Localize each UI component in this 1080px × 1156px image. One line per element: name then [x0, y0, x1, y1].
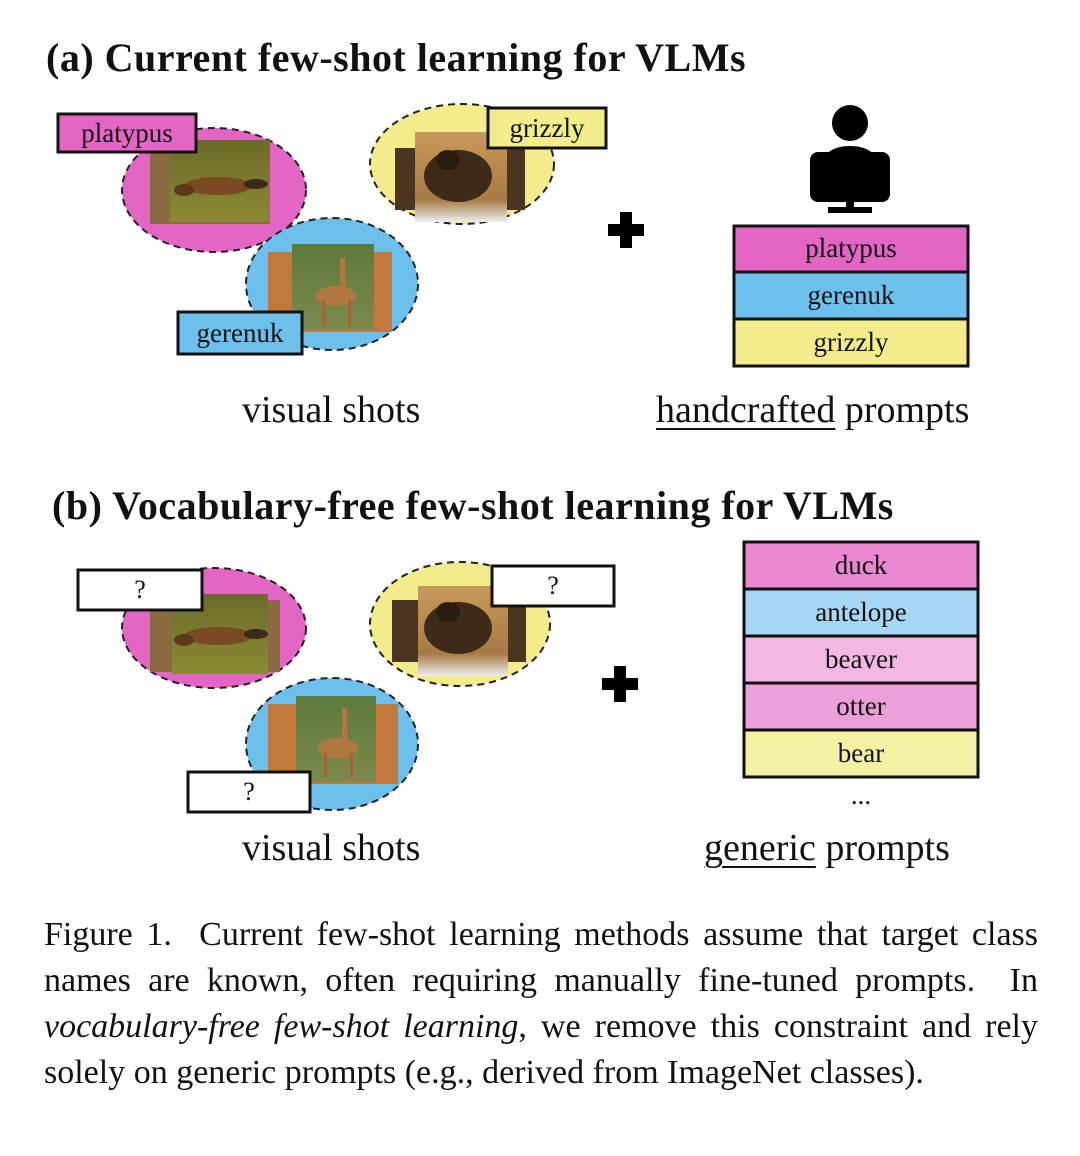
panel-a-diagram: platypus grizzly gerenuk [56, 103, 970, 368]
unknown-label: ? [134, 575, 146, 604]
unknown-label: ? [547, 571, 559, 600]
panel-a-right-caption: handcrafted prompts [656, 388, 969, 432]
prompt-label: antelope [815, 597, 906, 627]
prompt-box [732, 224, 970, 274]
prompt-label: otter [836, 691, 885, 721]
gerenuk-shot-cluster: gerenuk [176, 217, 419, 356]
prompt-label: beaver [825, 644, 897, 674]
prompts-word: prompts [815, 827, 950, 869]
prompt-box [732, 270, 970, 321]
prompt-label: platypus [805, 233, 897, 263]
unknown-label: ? [243, 777, 255, 806]
caption-lead: Figure 1. Current few-shot learning meth… [44, 916, 1047, 999]
handcrafted-word: handcrafted [656, 389, 836, 431]
gerenuk-label-box [176, 310, 304, 356]
unknown-label-box [76, 568, 204, 612]
plus-icon [608, 212, 644, 248]
generic-word: generic [704, 827, 816, 869]
unknown-label-box [186, 770, 312, 814]
platypus-label: platypus [81, 118, 173, 148]
platypus-figure [174, 177, 268, 196]
panel-b-left-caption: visual shots [242, 827, 421, 869]
platypus-shot-cluster: platypus [56, 112, 307, 253]
generic-prompt-stack: duck antelope beaver otter bear ... [742, 540, 980, 810]
figure-caption: Figure 1. Current few-shot learning meth… [44, 912, 1038, 1096]
unknown-shot-cluster-1: ? [76, 567, 307, 689]
grizzly-figure [424, 150, 492, 202]
panel-b-diagram: ? ? ? duck antelope [76, 540, 980, 814]
prompt-box [742, 587, 980, 638]
panel-a-title: (a) Current few-shot learning for VLMs [46, 35, 747, 80]
caption-tail: , we remove this constraint and rely sol… [44, 1008, 1038, 1091]
platypus-figure [174, 627, 268, 646]
unknown-shot-cluster-3: ? [186, 677, 419, 814]
prompt-box [732, 317, 970, 368]
plus-icon [602, 666, 638, 702]
grizzly-shot-cluster: grizzly [369, 103, 608, 225]
grizzly-label: grizzly [510, 113, 585, 143]
gerenuk-figure [316, 258, 356, 326]
panel-b-title: (b) Vocabulary-free few-shot learning fo… [52, 483, 894, 528]
prompt-box [742, 681, 980, 732]
prompt-box [742, 728, 980, 779]
gerenuk-figure [318, 708, 358, 778]
unknown-label-box [490, 564, 616, 608]
platypus-label-box [56, 112, 198, 154]
prompt-label: bear [838, 738, 884, 768]
more-prompts-ellipsis: ... [851, 780, 871, 810]
grizzly-label-box [486, 106, 608, 150]
user-computer-icon [810, 105, 890, 213]
prompt-label: grizzly [814, 327, 889, 357]
caption-italic: vocabulary-free few-shot learning [44, 1008, 519, 1045]
prompt-label: duck [835, 550, 888, 580]
unknown-shot-cluster-2: ? [369, 561, 616, 687]
prompt-label: gerenuk [808, 280, 895, 310]
panel-b-right-caption: generic prompts [704, 826, 950, 870]
prompts-word: prompts [835, 389, 970, 431]
gerenuk-label: gerenuk [197, 318, 284, 348]
panel-a-left-caption: visual shots [242, 389, 421, 431]
handcrafted-prompt-stack: platypus gerenuk grizzly [732, 224, 970, 368]
grizzly-figure [424, 602, 492, 654]
